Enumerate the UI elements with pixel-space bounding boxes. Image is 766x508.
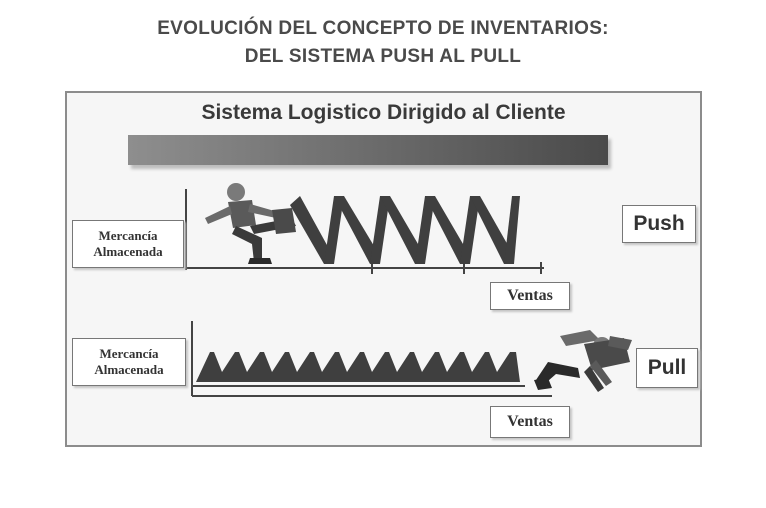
push-stock-label-line1: Mercancía: [98, 228, 158, 244]
push-stock-label: Mercancía Almacenada: [72, 220, 184, 268]
running-man-icon: [205, 183, 296, 264]
pull-tag: Pull: [636, 348, 698, 388]
push-stock-label-line2: Almacenada: [93, 244, 163, 259]
bending-man-icon: [534, 330, 632, 392]
diagram-title-line-2: DEL SISTEMA PUSH AL PULL: [244, 46, 522, 67]
push-sales-axis-label: Ventas: [490, 282, 570, 310]
panel-subtitle: Sistema Logistico Dirigido al Cliente: [201, 101, 566, 124]
pull-stock-label-line1: Mercancía: [99, 346, 159, 362]
pull-inventory-zigzag: [196, 352, 520, 382]
pull-stock-label-line2: Almacenada: [94, 362, 164, 377]
pull-stock-label: Mercancía Almacenada: [72, 338, 186, 386]
pull-sales-axis-label: Ventas: [490, 406, 570, 438]
push-inventory-zigzag: [290, 196, 520, 264]
push-tag: Push: [622, 205, 696, 243]
header-gradient-bar: [128, 135, 608, 165]
diagram-title-line-1: EVOLUCIÓN DEL CONCEPTO DE INVENTARIOS:: [157, 18, 609, 39]
